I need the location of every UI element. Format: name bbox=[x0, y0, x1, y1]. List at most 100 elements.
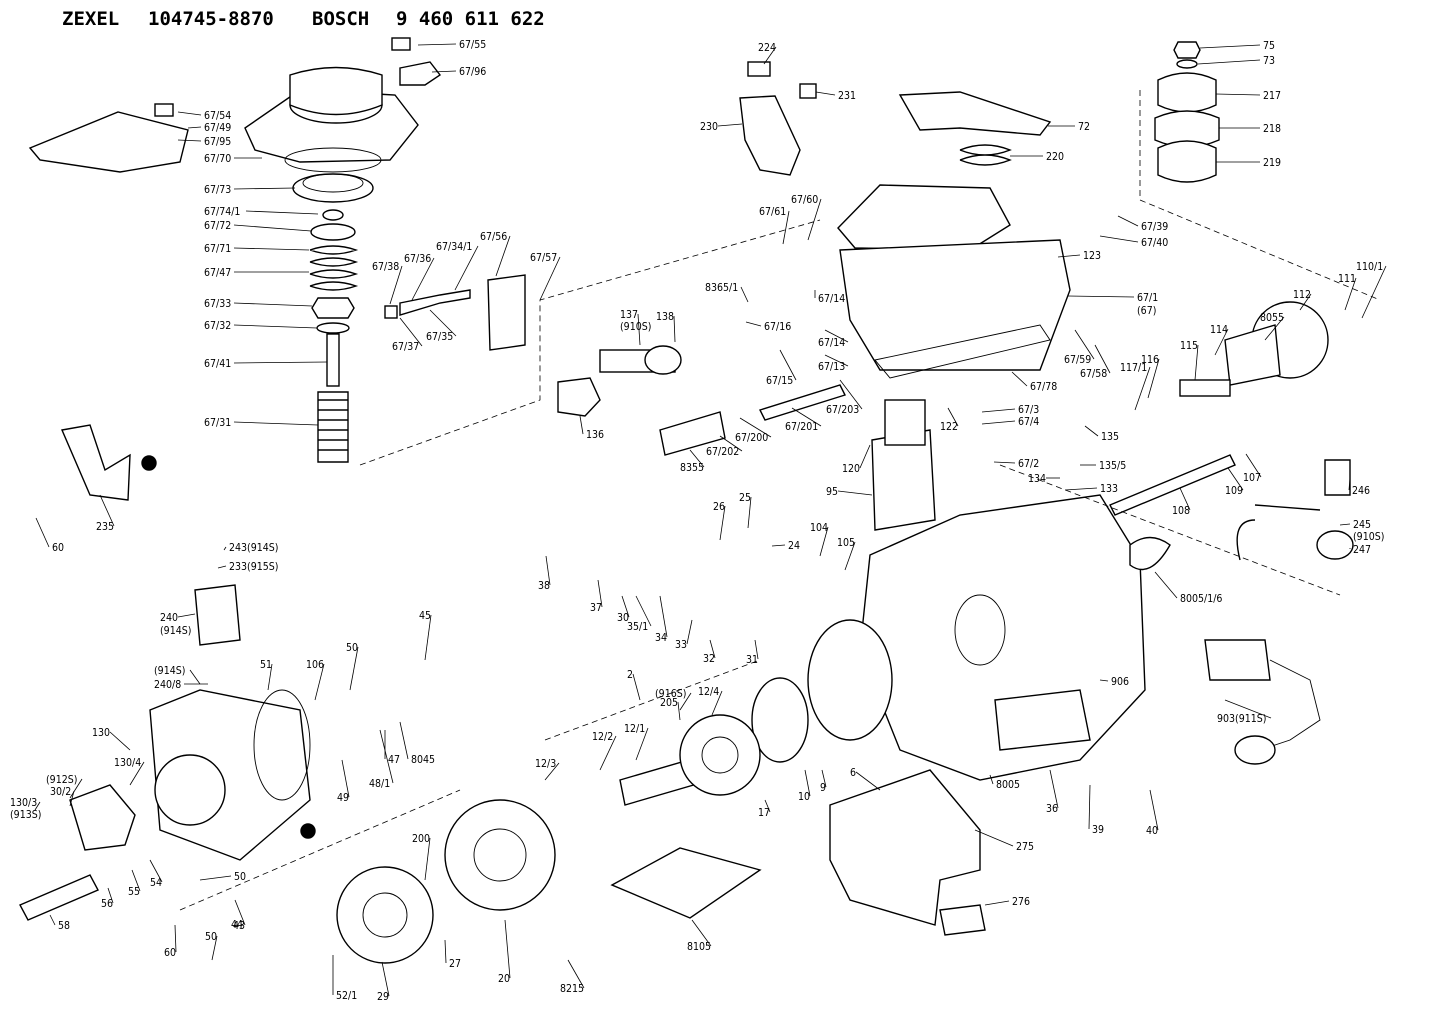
shaft-108 bbox=[1109, 454, 1236, 516]
callout-leader-line bbox=[1348, 477, 1351, 491]
callout-leader-line bbox=[635, 727, 649, 761]
part-callout: 8055 bbox=[1260, 312, 1284, 324]
part-drawings bbox=[19, 37, 1381, 964]
part-callout: 231 bbox=[838, 90, 856, 102]
callout-leader-line bbox=[1224, 699, 1272, 719]
part-callout: 67/201 bbox=[785, 421, 818, 433]
callout-leader-line bbox=[709, 639, 716, 659]
part-callout: 130/4 bbox=[114, 757, 141, 769]
callout-leader-line bbox=[567, 959, 585, 989]
callout-leader-line bbox=[314, 663, 325, 701]
callout-leader-line bbox=[1264, 316, 1285, 341]
callout-leader-line bbox=[399, 721, 409, 760]
callout-leader-line bbox=[129, 761, 145, 786]
callout-leader-line bbox=[739, 417, 772, 438]
part-callout: 54 bbox=[150, 877, 162, 889]
coil-219 bbox=[1157, 140, 1217, 183]
assembly-line-4 bbox=[179, 789, 461, 911]
callout-leader-line bbox=[1227, 467, 1244, 491]
washer-73 bbox=[1176, 59, 1198, 69]
part-callout: 35/1 bbox=[627, 621, 648, 633]
part-callout: 67/16 bbox=[764, 321, 791, 333]
part-callout: 247 bbox=[1353, 544, 1371, 556]
bracket-6 bbox=[829, 769, 981, 926]
part-callout: 8045 bbox=[411, 754, 435, 766]
assembly-line-5 bbox=[544, 659, 761, 741]
part-callout: 67/58 bbox=[1080, 368, 1107, 380]
governor-cover bbox=[837, 184, 1011, 251]
part-callout: 67/1 bbox=[1137, 292, 1158, 304]
part-callout: 114 bbox=[1210, 324, 1228, 336]
part-callout: 49 bbox=[337, 792, 349, 804]
callout-leader-line bbox=[673, 315, 676, 343]
part-callout: 67/54 bbox=[204, 110, 231, 122]
callout-leader-line bbox=[597, 579, 603, 608]
callout-leader-line bbox=[981, 408, 1016, 413]
part-callout: 122 bbox=[940, 421, 958, 433]
part-callout: 67/200 bbox=[735, 432, 768, 444]
part-callout: 67/47 bbox=[204, 267, 231, 279]
lever-8055 bbox=[1224, 324, 1281, 386]
part-callout: 67/31 bbox=[204, 417, 231, 429]
part-callout: 106 bbox=[306, 659, 324, 671]
gear-124 bbox=[679, 714, 761, 796]
callout-leader-line bbox=[177, 111, 202, 116]
sensor-903-wire bbox=[1259, 659, 1321, 751]
part-callout: 75 bbox=[1263, 40, 1275, 52]
part-callout: 45 bbox=[419, 610, 431, 622]
part-callout: 73 bbox=[1263, 55, 1275, 67]
part-callout: 67/72 bbox=[204, 220, 231, 232]
callout-leader-line bbox=[1099, 235, 1139, 243]
part-callout: 67/34/1 bbox=[436, 241, 472, 253]
callout-leader-line bbox=[1339, 523, 1351, 526]
brand-label: ZEXEL bbox=[62, 8, 119, 30]
callout-leader-line bbox=[245, 210, 319, 215]
o-ring-51 bbox=[253, 689, 311, 801]
part-callout: 240 bbox=[160, 612, 178, 624]
callout-leader-line bbox=[149, 859, 163, 883]
part-callout: 6 bbox=[850, 767, 856, 779]
callout-leader-line bbox=[815, 91, 836, 96]
callout-leader-line bbox=[821, 769, 827, 788]
callout-leader-line bbox=[579, 415, 584, 435]
part-callout: 120 bbox=[842, 463, 860, 475]
part-callout: 275 bbox=[1016, 841, 1034, 853]
part-callout: 200 bbox=[412, 833, 430, 845]
callout-leader-line bbox=[1099, 679, 1109, 682]
part-callout: 12/3 bbox=[535, 758, 556, 770]
part-callout: 110/1 bbox=[1356, 261, 1383, 273]
callout-leader-line bbox=[791, 407, 822, 427]
part-callout: 8355 bbox=[680, 462, 704, 474]
callout-leader-line bbox=[764, 799, 771, 813]
part-callout: 60 bbox=[164, 947, 176, 959]
callout-leader-line bbox=[824, 329, 849, 343]
part-callout: 67/32 bbox=[204, 320, 231, 332]
callout-leader-line bbox=[504, 919, 511, 979]
callout-leader-line bbox=[199, 875, 232, 881]
callout-leader-line bbox=[1088, 784, 1091, 830]
callout-leader-line bbox=[109, 731, 131, 751]
part-callout: 217 bbox=[1263, 90, 1281, 102]
part-callout: 38 bbox=[538, 580, 550, 592]
part-callout: 2 bbox=[627, 669, 633, 681]
callout-leader-line bbox=[177, 139, 202, 142]
part-callout: 25 bbox=[739, 492, 751, 504]
part-callout: 104 bbox=[810, 522, 828, 534]
valve-seat bbox=[154, 754, 226, 826]
part-callout: 47 bbox=[388, 754, 400, 766]
callout-leader-line bbox=[399, 317, 423, 347]
part-callout: 67/2 bbox=[1018, 458, 1039, 470]
part-callout: 137 bbox=[620, 309, 638, 321]
part-callout: 67/13 bbox=[818, 361, 845, 373]
part-callout: 115 bbox=[1180, 340, 1198, 352]
callout-leader-line bbox=[659, 595, 668, 638]
callout-leader-line bbox=[771, 544, 786, 547]
callout-leader-line bbox=[711, 690, 723, 716]
callout-leader-line bbox=[686, 619, 693, 645]
callout-leader-line bbox=[679, 692, 692, 711]
part-callout: 67/55 bbox=[459, 39, 486, 51]
callout-leader-line bbox=[1197, 59, 1261, 65]
ring-137 bbox=[644, 345, 682, 375]
part-callout: 8005 bbox=[996, 779, 1020, 791]
